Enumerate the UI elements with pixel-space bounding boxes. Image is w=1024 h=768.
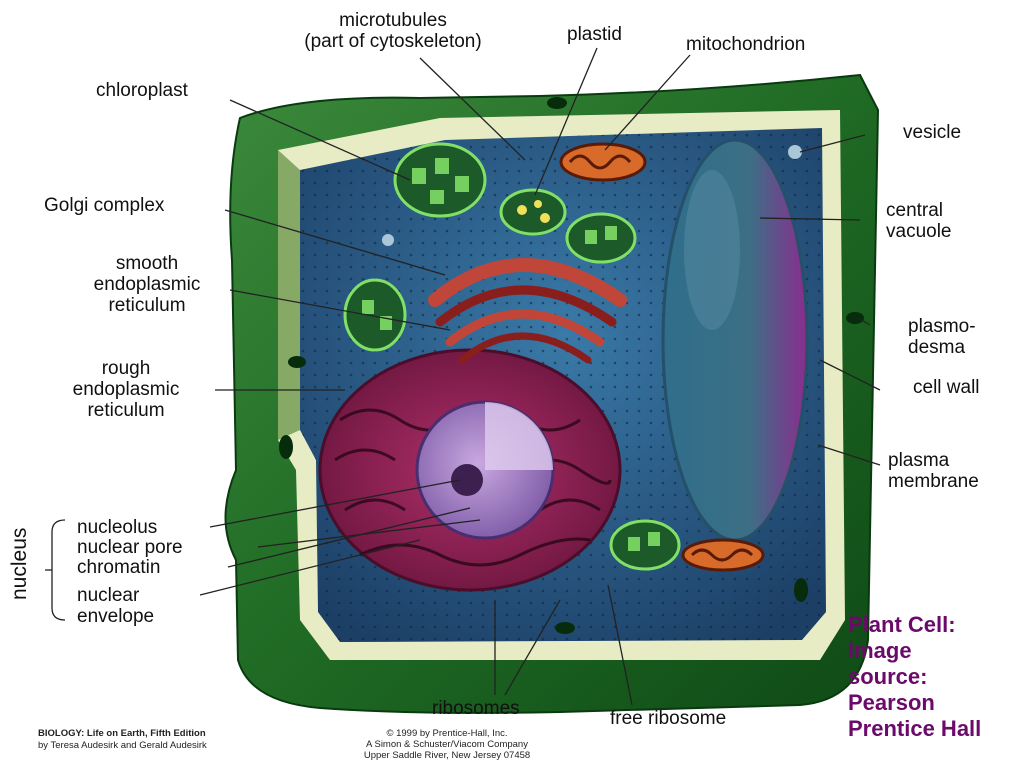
mitochondrion-shape (559, 142, 647, 182)
label-vesicle: vesicle (903, 122, 962, 143)
golgi-shape (428, 258, 627, 364)
plastid-shape (499, 188, 567, 236)
chloroplast-shapes (343, 142, 681, 571)
image-source-caption: Plant Cell: Image source: Pearson Prenti… (848, 612, 982, 741)
label-plasma-membrane: plasma membrane (888, 450, 979, 492)
label-nuclear-pore: nuclear pore (77, 537, 183, 558)
label-microtubules: microtubules (part of cytoskeleton) (304, 10, 482, 52)
label-chloroplast: chloroplast (96, 80, 188, 101)
label-free-ribosome: free ribosome (610, 708, 727, 729)
book-credit-authors: by Teresa Audesirk and Gerald Audesirk (38, 740, 207, 751)
label-nuclear-envelope: nuclear envelope (77, 585, 155, 627)
label-mitochondrion: mitochondrion (686, 34, 806, 55)
label-smooth-er: smooth endoplasmic reticulum (93, 253, 201, 316)
vesicle-shape (788, 145, 802, 159)
leader-lines (45, 47, 881, 706)
label-cell-wall: cell wall (913, 377, 980, 398)
label-golgi-complex: Golgi complex (44, 195, 165, 216)
label-plasmodesma: plasmo- desma (908, 316, 976, 358)
nucleolus-shape (451, 464, 483, 496)
central-vacuole-shape (661, 138, 809, 542)
label-central-vacuole: central vacuole (886, 200, 952, 242)
copyright-notice: © 1999 by Prentice-Hall, Inc. A Simon & … (363, 728, 531, 761)
label-nucleus: nucleus (8, 527, 31, 600)
label-chromatin: chromatin (77, 557, 161, 578)
label-nucleolus: nucleolus (77, 517, 158, 538)
label-plastid: plastid (567, 24, 622, 45)
label-ribosomes: ribosomes (432, 698, 520, 719)
label-rough-er: rough endoplasmic reticulum (72, 358, 180, 421)
book-credit-title: BIOLOGY: Life on Earth, Fifth Edition (38, 728, 206, 739)
